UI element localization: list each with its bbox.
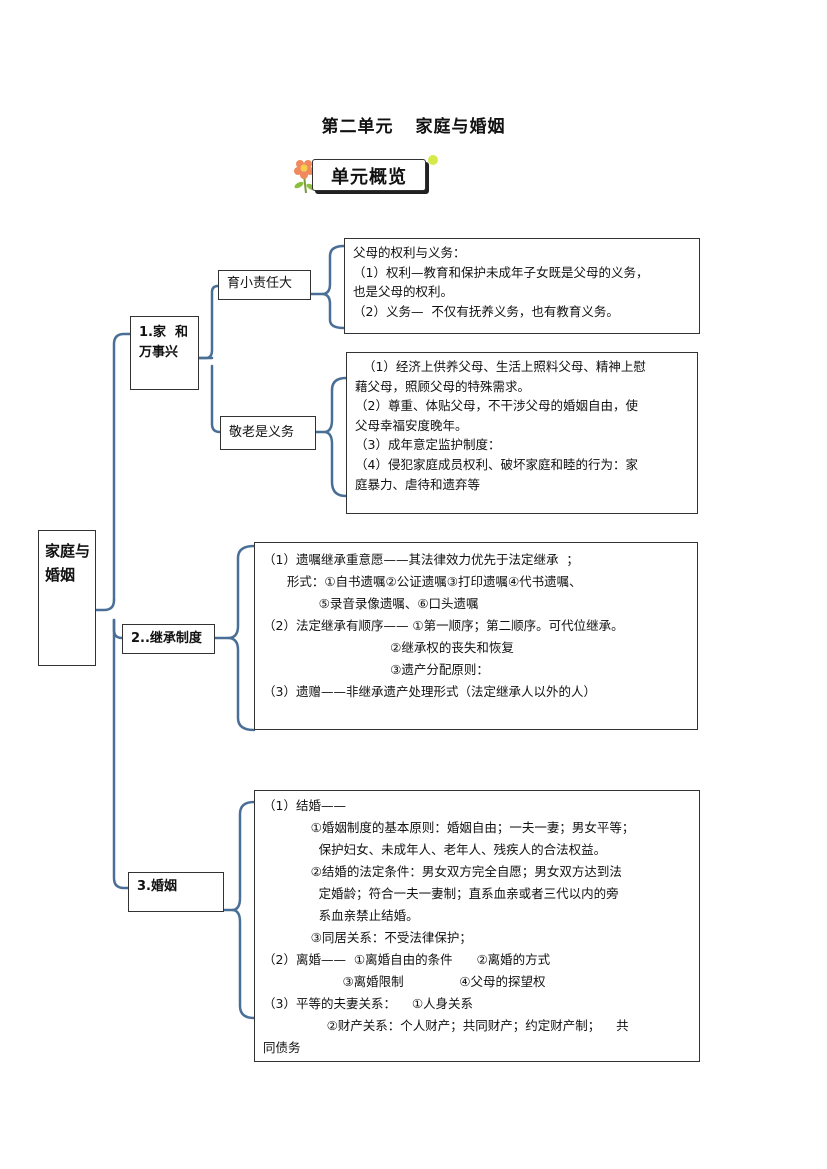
text-line: 同债务 [263, 1037, 691, 1059]
root-node: 家庭与婚姻 [38, 530, 96, 666]
text-line: ③同居关系：不受法律保护； [263, 927, 691, 949]
text-line: 系血亲禁止结婚。 [263, 905, 691, 927]
text-line: 也是父母的权利。 [353, 282, 691, 302]
node-elder-care-label: 敬老是义务 [229, 425, 294, 440]
text-line: 形式：①自书遗嘱②公证遗嘱③打印遗嘱④代书遗嘱、 [263, 571, 689, 593]
text-line: （1）经济上供养父母、生活上照料父母、精神上慰 [355, 357, 689, 377]
text-line: （1）权利—教育和保护未成年子女既是父母的义务， [353, 263, 691, 283]
root-label: 家庭与婚姻 [45, 539, 91, 587]
node-elder-care: 敬老是义务 [220, 416, 316, 450]
box-parents-rights-duties: 父母的权利与义务： （1）权利—教育和保护未成年子女既是父母的义务， 也是父母的… [344, 238, 700, 334]
section1-label-line1: 1.家 和 [139, 323, 190, 343]
text-line: 藉父母，照顾父母的特殊需求。 [355, 377, 689, 397]
text-line: 庭暴力、虐待和遗弃等 [355, 475, 689, 495]
node-raising-children: 育小责任大 [218, 270, 311, 300]
text-line: 定婚龄；符合一夫一妻制；直系血亲或者三代以内的旁 [263, 883, 691, 905]
section-family-harmony: 1.家 和 万事兴 [130, 316, 199, 390]
section-inheritance: 2..继承制度 [122, 624, 215, 654]
text-line: ②财产关系：个人财产；共同财产；约定财产制； 共 [263, 1015, 691, 1037]
node-raising-children-label: 育小责任大 [227, 276, 292, 291]
text-line: 父母幸福安度晚年。 [355, 416, 689, 436]
section-marriage: 3.婚姻 [128, 872, 224, 912]
box-elder-care-duties: （1）经济上供养父母、生活上照料父母、精神上慰 藉父母，照顾父母的特殊需求。 （… [346, 352, 698, 514]
section1-label-line2: 万事兴 [139, 343, 190, 363]
text-line: ②结婚的法定条件：男女双方完全自愿；男女双方达到法 [263, 861, 691, 883]
text-line: （3）遗赠——非继承遗产处理形式（法定继承人以外的人） [263, 681, 689, 703]
text-line: 保护妇女、未成年人、老年人、残疾人的合法权益。 [263, 839, 691, 861]
text-line: （3）成年意定监护制度： [355, 435, 689, 455]
text-line: （2）法定继承有顺序—— ①第一顺序；第二顺序。可代位继承。 [263, 615, 689, 637]
text-line: ①婚姻制度的基本原则：婚姻自由；一夫一妻；男女平等； [263, 817, 691, 839]
text-line: （1）结婚—— [263, 795, 691, 817]
text-line: （2）尊重、体贴父母，不干涉父母的婚姻自由，使 [355, 396, 689, 416]
text-line: （1）遗嘱继承重意愿——其法律效力优先于法定继承 ； [263, 549, 689, 571]
text-line: （4）侵犯家庭成员权利、破坏家庭和睦的行为：家 [355, 455, 689, 475]
section3-label: 3.婚姻 [137, 879, 177, 894]
text-line: ②继承权的丧失和恢复 [263, 637, 689, 659]
text-line: ⑤录音录像遗嘱、⑥口头遗嘱 [263, 593, 689, 615]
text-line: ③离婚限制 ④父母的探望权 [263, 971, 691, 993]
box-inheritance-system: （1）遗嘱继承重意愿——其法律效力优先于法定继承 ； 形式：①自书遗嘱②公证遗嘱… [254, 542, 698, 730]
text-line: （2）离婚—— ①离婚自由的条件 ②离婚的方式 [263, 949, 691, 971]
section2-label: 2..继承制度 [131, 631, 202, 646]
text-line: ③遗产分配原则： [263, 659, 689, 681]
box-marriage-system: （1）结婚—— ①婚姻制度的基本原则：婚姻自由；一夫一妻；男女平等； 保护妇女、… [254, 790, 700, 1062]
text-line: （2）义务— 不仅有抚养义务，也有教育义务。 [353, 302, 691, 322]
text-line: （3）平等的夫妻关系： ①人身关系 [263, 993, 691, 1015]
text-line: 父母的权利与义务： [353, 243, 691, 263]
